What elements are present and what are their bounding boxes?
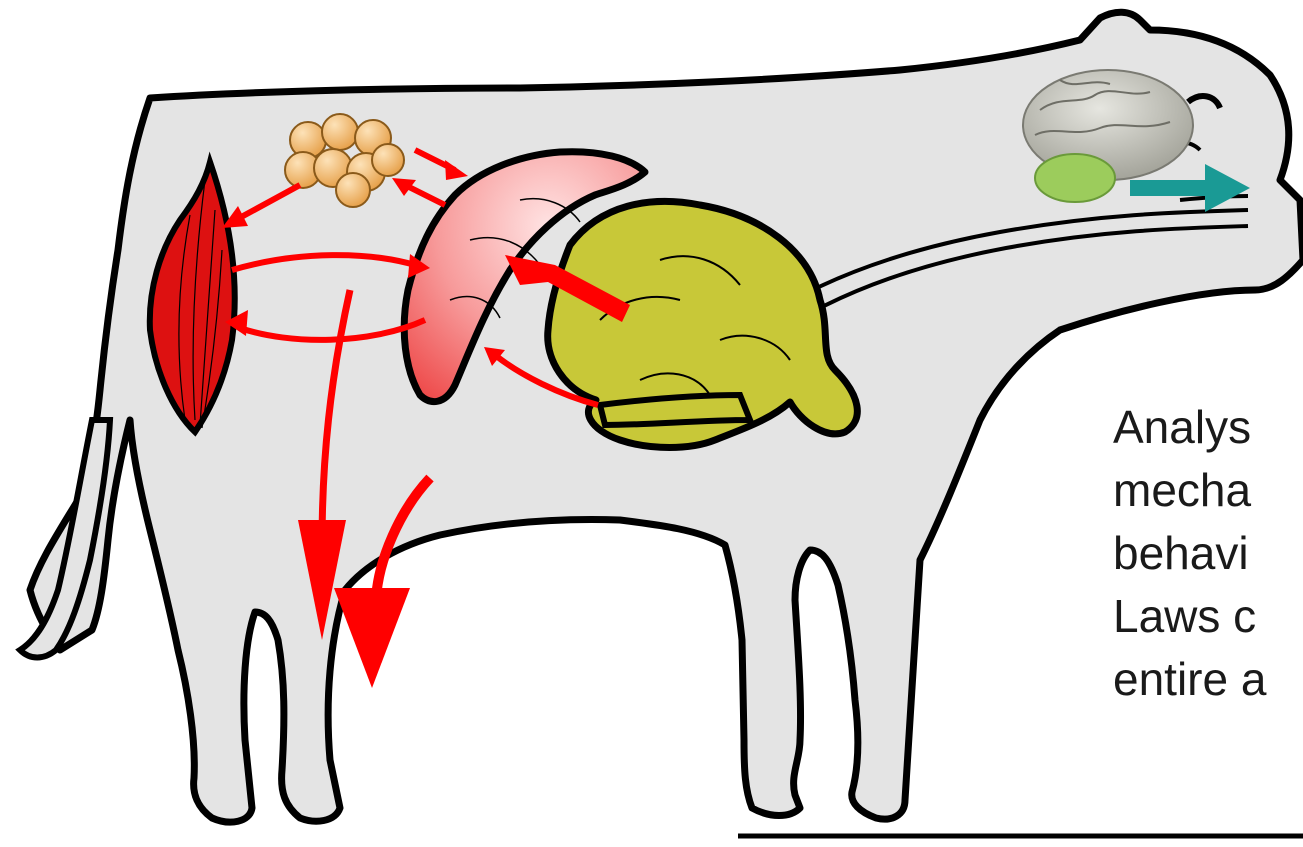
caption-line-3: behavi: [1113, 526, 1249, 580]
caption-line-5: entire a: [1113, 652, 1266, 706]
caption-line-4: Laws c: [1113, 589, 1256, 643]
caption-line-1: Analys: [1113, 400, 1251, 454]
caption-line-2: mecha: [1113, 463, 1251, 517]
